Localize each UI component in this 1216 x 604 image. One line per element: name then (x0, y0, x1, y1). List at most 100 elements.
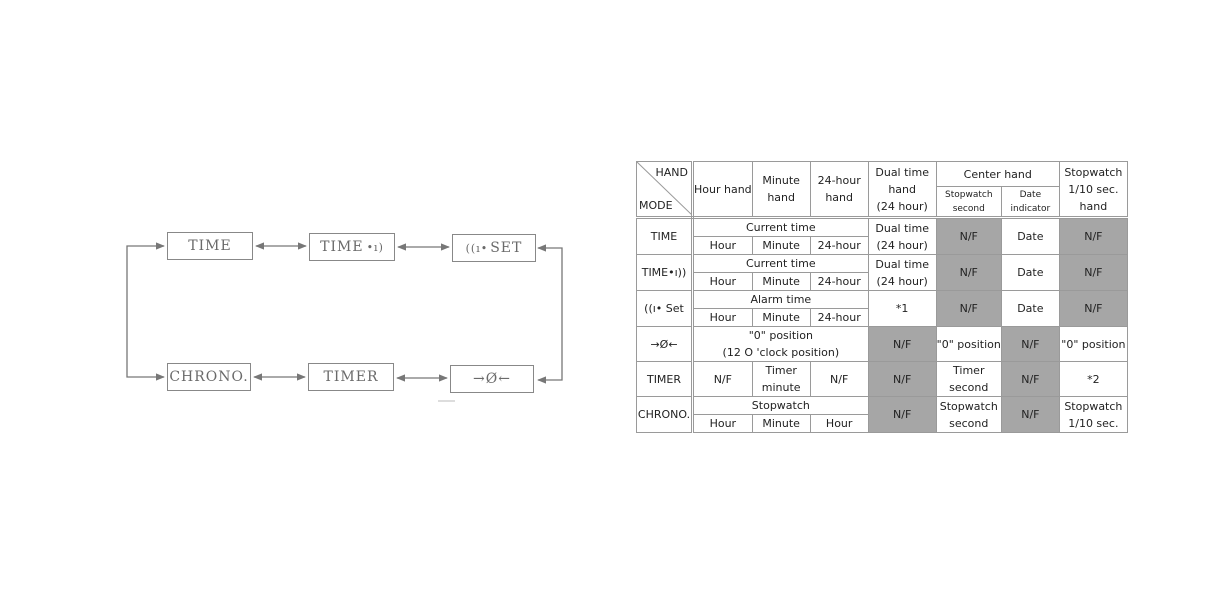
header-minute-hand: Minute hand (751, 161, 811, 219)
arrow-right-loop (537, 244, 563, 384)
cell-chrono-date: N/F (1000, 396, 1060, 433)
cell-zero-set-sw-tenth: "0" position (1058, 326, 1128, 362)
table-row-alarm-set-sub: Hour Minute 24-hour (637, 308, 1128, 327)
cell-alarm-set-24h: 24-hour (809, 308, 869, 327)
cell-time-alarm-span: Current time (692, 254, 869, 273)
cell-time-alarm-dual: Dual time (24 hour) (867, 254, 937, 291)
cell-timer-24h: N/F (809, 361, 869, 397)
time-alarm-sw-second-text: N/F (959, 266, 978, 279)
cell-time-sw-tenth: N/F (1058, 217, 1128, 255)
cell-alarm-set-span: Alarm time (692, 290, 869, 309)
cell-time-minute: Minute (751, 236, 811, 255)
zero-set-sw-second-text: "0" position (936, 337, 1001, 351)
header-sw-tenth-line1: Stopwatch (1064, 165, 1123, 179)
cell-timer-minute: Timer minute (751, 361, 811, 397)
mode-cell-alarm-set: ((ı• Set (636, 290, 694, 327)
chrono-span-text: Stopwatch (751, 399, 810, 412)
timer-sw-tenth-text: *2 (1087, 372, 1100, 386)
cell-time-sw-second: N/F (935, 217, 1002, 255)
time-alarm-24h-text: 24-hour (817, 275, 861, 288)
alarm-set-sw-tenth-text: N/F (1084, 302, 1103, 315)
time-span-text: Current time (746, 221, 816, 234)
alarm-on-icon: •ı) (366, 240, 384, 254)
zero-set-dual-text: N/F (893, 337, 912, 351)
mode-time-text: TIME (650, 230, 678, 243)
cell-timer-dual: N/F (867, 361, 937, 397)
alarm-set-icon: ((ı• (465, 241, 489, 255)
cell-timer-hour: N/F (692, 361, 753, 397)
time-alarm-span-text: Current time (746, 257, 816, 270)
time-dual-line1: Dual time (875, 221, 929, 235)
cell-timer-sw-second: Timer second (935, 361, 1002, 397)
timer-minute-line1: Timer (765, 364, 797, 377)
zero-set-date-text: N/F (1021, 337, 1040, 351)
hand-mode-table: HAND MODE Hour hand Minute hand 24-hour … (636, 161, 1128, 433)
mode-timer-text: TIMER (646, 372, 682, 386)
cell-chrono-span: Stopwatch (692, 396, 869, 415)
header-stopwatch-second: Stopwatch second (935, 186, 1002, 219)
corner-diagonal (637, 162, 690, 214)
diagram-arrows (126, 242, 563, 402)
mode-label-time: TIME (188, 238, 232, 254)
time-alarm-date-text: Date (1017, 266, 1044, 279)
mode-label-zero-set: →Ø← (473, 371, 511, 387)
cell-timer-date: N/F (1000, 361, 1060, 397)
cell-time-alarm-date: Date (1000, 254, 1060, 291)
alarm-set-dual-text: *1 (895, 302, 909, 315)
arrow-left-loop (126, 242, 165, 381)
header-date-line1: Date (1019, 189, 1042, 200)
table-row-zero-set: →Ø← "0" position (12 O 'clock position) … (636, 326, 1128, 362)
header-stopwatch-tenth: Stopwatch 1/10 sec. hand (1058, 161, 1128, 219)
cell-alarm-set-hour: Hour (692, 308, 753, 327)
mode-cell-zero-set: →Ø← (636, 326, 694, 362)
cell-time-alarm-24h: 24-hour (809, 272, 869, 291)
chrono-hour-text: Hour (709, 417, 737, 430)
header-date-indicator: Date indicator (1000, 186, 1060, 219)
time-sw-tenth-text: N/F (1084, 230, 1103, 243)
header-sw-second-line2: second (952, 203, 985, 214)
table-row-time: TIME Current time Dual time (24 hour) N/… (636, 217, 1128, 255)
cell-alarm-set-sw-second: N/F (935, 290, 1002, 327)
timer-date-text: N/F (1021, 372, 1040, 386)
cell-time-hour: Hour (692, 236, 753, 255)
cell-time-span: Current time (692, 217, 869, 237)
mode-box-chrono: CHRONO. (167, 363, 251, 391)
corner-mode-label: MODE (639, 199, 673, 212)
time-sw-second-text: N/F (959, 230, 978, 243)
table-row-time-alarm: TIME•ı)) Current time Dual time (24 hour… (636, 254, 1128, 291)
mode-zero-set-text: →Ø← (650, 337, 678, 351)
zero-set-span-line2: (12 O 'clock position) (722, 346, 840, 359)
header-center-hand-text: Center hand (963, 167, 1032, 181)
chrono-sw-tenth-line2: 1/10 sec. (1068, 416, 1119, 430)
header-dual-time-hand: Dual time hand (24 hour) (867, 161, 937, 219)
header-date-line2: indicator (1010, 203, 1051, 214)
timer-hour-text: N/F (713, 372, 732, 386)
cell-chrono-hour: Hour (692, 414, 753, 433)
table-row-alarm-set: ((ı• Set Alarm time *1 N/F Date N/F (636, 290, 1128, 327)
cell-alarm-set-minute: Minute (751, 308, 811, 327)
alarm-set-hour-text: Hour (709, 311, 737, 324)
timer-minute-line2: minute (761, 381, 801, 394)
table-row-timer: TIMER N/F Timer minute N/F N/F Timer sec… (636, 361, 1128, 397)
table-header-row: HAND MODE Hour hand Minute hand 24-hour … (636, 161, 1128, 219)
cell-chrono-minute: Minute (751, 414, 811, 433)
cell-timer-sw-tenth: *2 (1058, 361, 1128, 397)
timer-24h-text: N/F (830, 372, 849, 386)
chrono-24h-text: Hour (825, 417, 853, 430)
cell-zero-set-date: N/F (1000, 326, 1060, 362)
mode-box-time: TIME (167, 232, 253, 260)
mode-chrono-text: CHRONO. (637, 408, 691, 421)
header-dual-line2: hand (888, 182, 916, 196)
mode-alarm-set-text: ((ı• Set (644, 302, 684, 315)
header-sw-second-line1: Stopwatch (945, 189, 993, 200)
mode-label-time-alarm: TIME (320, 239, 364, 255)
corner-cell: HAND MODE (636, 161, 694, 219)
alarm-set-minute-text: Minute (762, 311, 800, 324)
cell-chrono-sw-second: Stopwatch second (935, 396, 1002, 433)
mode-cell-timer: TIMER (636, 361, 694, 397)
time-alarm-hour-text: Hour (709, 275, 737, 288)
time-alarm-minute-text: Minute (762, 275, 800, 288)
table-row-time-sub: Hour Minute 24-hour (637, 236, 1128, 255)
mode-box-timer: TIMER (308, 363, 394, 391)
zero-set-sw-tenth-text: "0" position (1061, 337, 1126, 351)
